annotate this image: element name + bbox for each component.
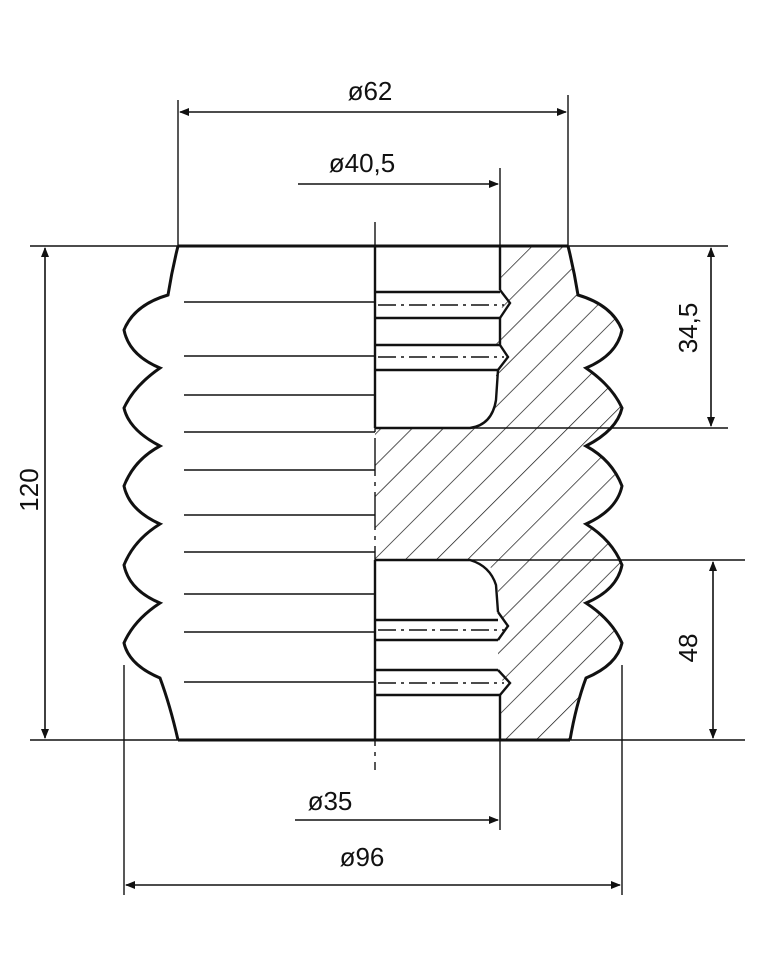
extension-lines (30, 95, 745, 895)
outer-profile-right (566, 245, 624, 741)
lower-bore (373, 558, 512, 740)
rib-lines (184, 301, 375, 683)
label-depth-48: 48 (673, 634, 703, 663)
label-depth-34-5: 34,5 (673, 303, 703, 354)
label-diameter-62: ø62 (348, 76, 393, 106)
lower-thread-axes (378, 629, 504, 684)
label-diameter-96: ø96 (340, 842, 385, 872)
label-diameter-40-5: ø40,5 (329, 148, 396, 178)
label-height-120: 120 (14, 468, 44, 511)
upper-thread-axes (378, 304, 504, 358)
upper-bore (373, 246, 512, 430)
section-hatch (375, 246, 622, 740)
label-diameter-35: ø35 (308, 786, 353, 816)
outer-profile (122, 245, 180, 741)
